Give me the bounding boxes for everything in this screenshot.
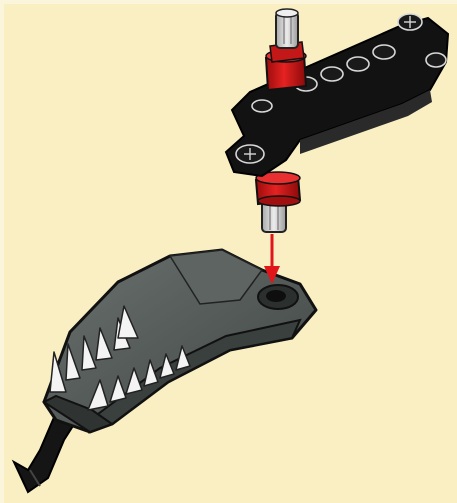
- lower-axle-assembly: [256, 172, 300, 232]
- black-beam: [226, 14, 448, 176]
- upper-axle-assembly: [266, 9, 306, 90]
